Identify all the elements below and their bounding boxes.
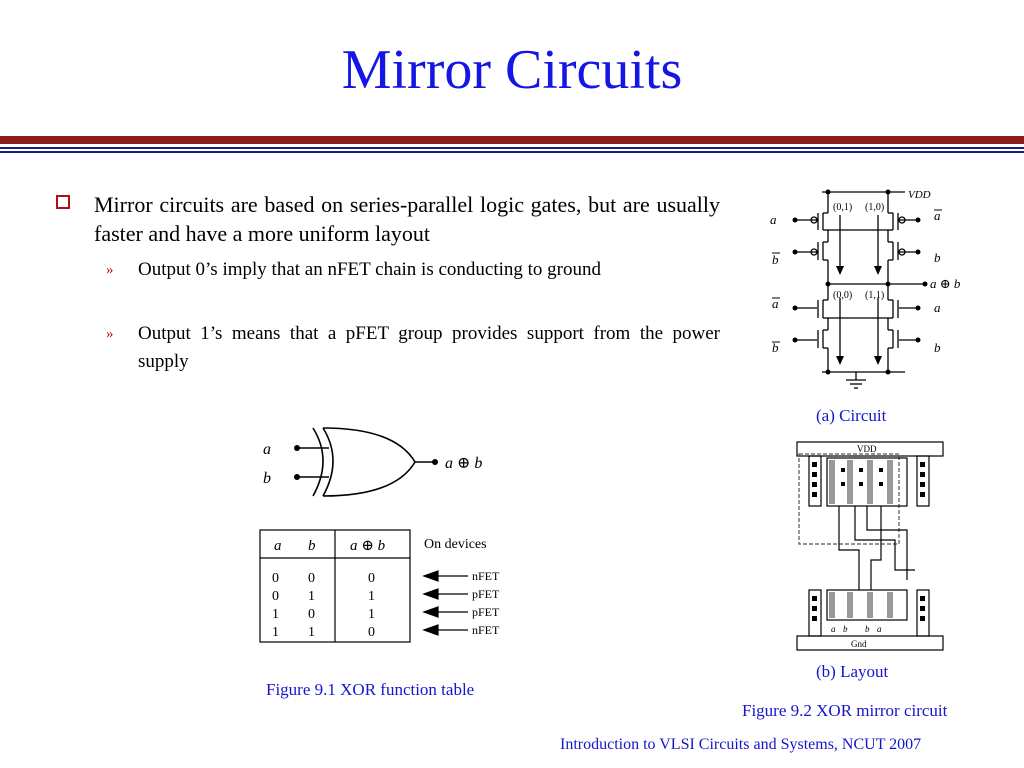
circuit-vdd-label: VDD <box>908 189 931 201</box>
circuit-label-bottom-2: (1,1) <box>865 290 884 301</box>
circuit-input-a-bar-right: a <box>934 208 941 223</box>
slide-title: Mirror Circuits <box>341 39 683 101</box>
circuit-label-top-2: (1,0) <box>865 202 884 213</box>
mirror-layout-drawing: VDD Gnd a b b a <box>796 441 944 651</box>
sub-bullet-1: » Output 0’s imply that an nFET chain is… <box>106 256 720 284</box>
circuit-caption: (a) Circuit <box>816 406 887 425</box>
layout-vdd-label: VDD <box>857 444 877 454</box>
table-cell: 0 <box>308 571 315 586</box>
table-cell: 1 <box>368 589 375 604</box>
table-cell: 1 <box>308 589 315 604</box>
table-cell: 1 <box>272 625 279 640</box>
table-header-a: a <box>274 538 282 554</box>
xor-output: a ⊕ b <box>445 455 482 472</box>
bullet-box-icon <box>56 195 70 209</box>
table-cell: 1 <box>368 607 375 622</box>
layout-label-a-bar: a <box>877 624 882 634</box>
sub-bullet-2-text: Output 1’s means that a pFET group provi… <box>138 323 720 372</box>
layout-label-b-bar: b <box>865 624 870 634</box>
layout-caption: (b) Layout <box>816 662 889 681</box>
main-bullet: Mirror circuits are based on series-para… <box>56 190 720 248</box>
mirror-circuit-schematic: VDD (0,1) (1,0) (0,0) (1,1) a b a b a b … <box>770 189 961 389</box>
circuit-input-b-bar: b <box>772 252 779 267</box>
xor-gate-figure: a b a ⊕ b <box>263 427 482 497</box>
circuit-input-a-bar: a <box>772 296 779 311</box>
circuit-input-a-right: a <box>934 300 941 315</box>
circuit-input-b-bar-2: b <box>772 340 779 355</box>
sub-bullet-1-text: Output 0’s imply that an nFET chain is c… <box>138 259 601 280</box>
table-device-label: pFET <box>472 587 500 601</box>
table-header-b: b <box>308 538 316 554</box>
table-cell: 0 <box>272 589 279 604</box>
circuit-input-b-right-2: b <box>934 340 941 355</box>
table-cell: 1 <box>272 607 279 622</box>
sub-bullet-marker: » <box>106 326 114 342</box>
table-header-out: a ⊕ b <box>350 538 386 554</box>
circuit-output: a ⊕ b <box>930 276 961 291</box>
figure-9-1-caption: Figure 9.1 XOR function table <box>266 680 475 699</box>
title-rule-red <box>0 136 1024 144</box>
sub-bullet-2: » Output 1’s means that a pFET group pro… <box>106 320 720 376</box>
title-rule-blue-2 <box>0 151 1024 153</box>
footer-text: Introduction to VLSI Circuits and System… <box>560 736 922 753</box>
circuit-input-a: a <box>770 212 777 227</box>
table-cell: 1 <box>308 625 315 640</box>
table-device-label: nFET <box>472 569 500 583</box>
title-rule-blue <box>0 147 1024 149</box>
table-cell: 0 <box>368 571 375 586</box>
main-bullet-text: Mirror circuits are based on series-para… <box>94 192 720 246</box>
layout-label-a: a <box>831 624 836 634</box>
xor-input-b: b <box>263 470 271 487</box>
circuit-label-top-1: (0,1) <box>833 202 852 213</box>
table-cell: 0 <box>308 607 315 622</box>
circuit-label-bottom-1: (0,0) <box>833 290 852 301</box>
table-cell: 0 <box>272 571 279 586</box>
circuit-input-b-right: b <box>934 250 941 265</box>
layout-gnd-label: Gnd <box>851 639 867 649</box>
table-device-label: pFET <box>472 605 500 619</box>
xor-truth-table: a b a ⊕ b On devices 0 0 0 0 1 1 1 0 1 1… <box>259 529 500 643</box>
layout-label-b: b <box>843 624 848 634</box>
figure-9-2-caption: Figure 9.2 XOR mirror circuit <box>742 701 948 720</box>
sub-bullet-marker: » <box>106 262 114 278</box>
table-on-devices-label: On devices <box>424 537 487 552</box>
table-cell: 0 <box>368 625 375 640</box>
xor-input-a: a <box>263 441 271 458</box>
table-device-label: nFET <box>472 623 500 637</box>
